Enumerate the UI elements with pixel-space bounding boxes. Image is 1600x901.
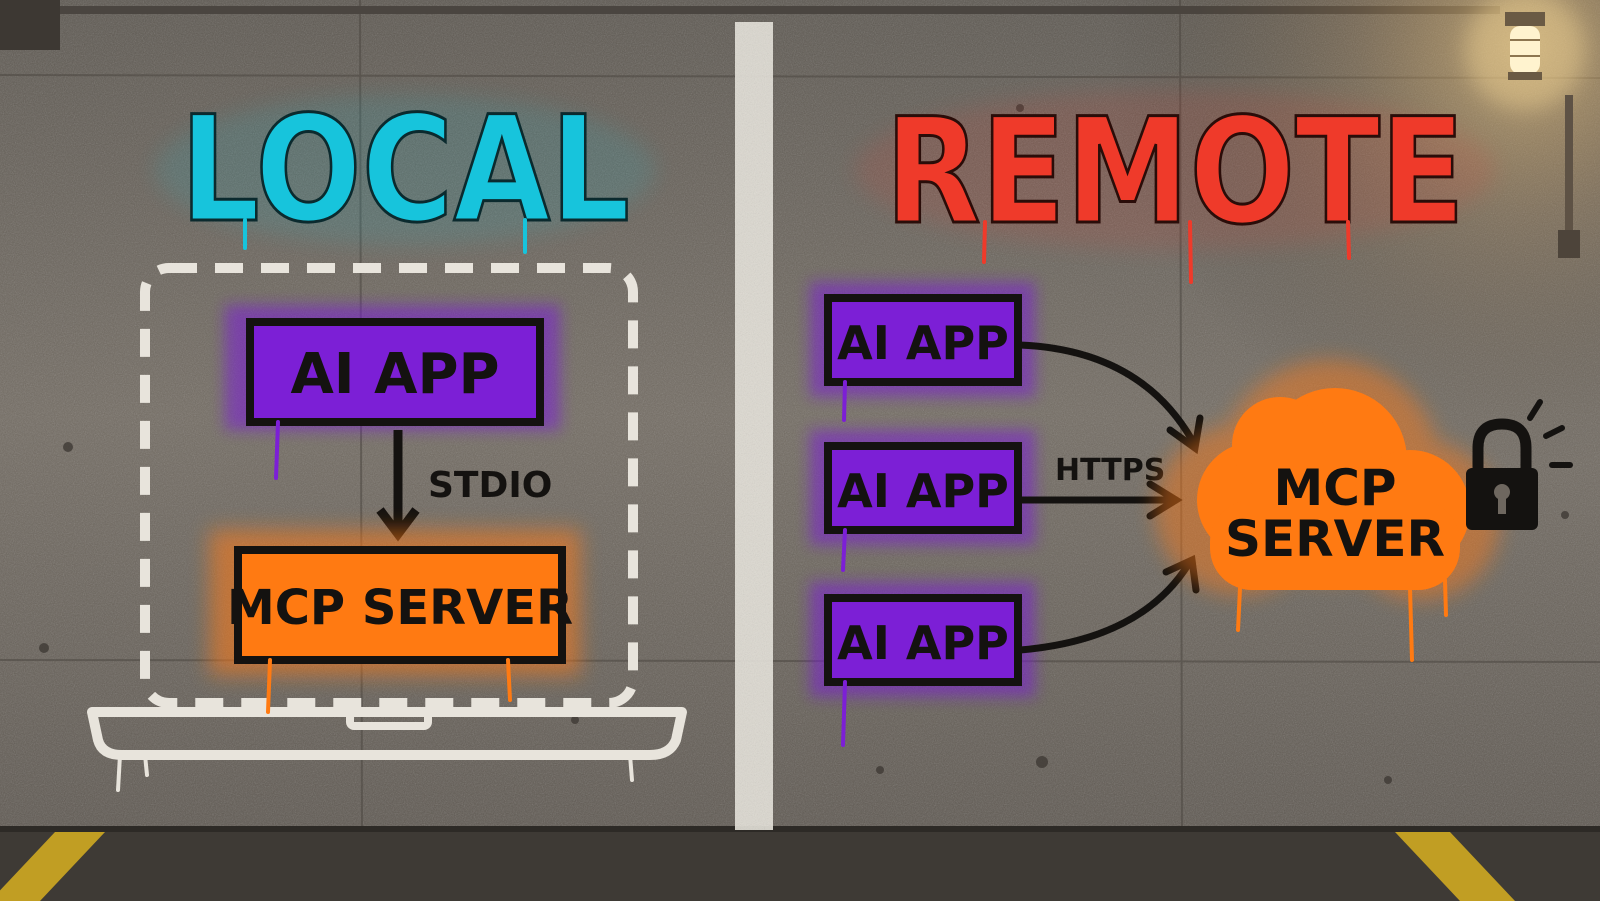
https-label: HTTPS: [1055, 453, 1165, 488]
cloud-icon: MCP SERVER: [1155, 360, 1500, 662]
laptop-drips: [116, 753, 634, 792]
floor-edge: [0, 826, 1600, 832]
stdio-label: STDIO: [428, 465, 552, 506]
remote-arrows: [1016, 341, 1204, 654]
remote-ai-app-1: AI APP: [810, 282, 1035, 422]
local-heading-group: LOCAL: [155, 84, 655, 257]
local-mcp-server-label: MCP SERVER: [227, 580, 573, 636]
laptop-notch: [346, 708, 432, 730]
arrow-app3-to-server: [1016, 561, 1192, 654]
local-heading: LOCAL: [180, 85, 630, 255]
remote-ai-app-1-label: AI APP: [837, 316, 1009, 370]
arrow-app1-to-server: [1016, 341, 1196, 444]
remote-heading-group: REMOTE: [855, 86, 1495, 284]
remote-ai-app-3: AI APP: [810, 582, 1035, 747]
remote-heading-drips: [982, 220, 1351, 284]
remote-mcp-server-label-line1: MCP: [1273, 459, 1396, 517]
laptop-base: [87, 707, 687, 760]
local-ai-app-box: AI APP: [225, 305, 560, 480]
local-mcp-server-box: MCP SERVER: [210, 530, 580, 714]
remote-mcp-server-label-line2: SERVER: [1225, 510, 1445, 568]
parking-line-right: [1395, 832, 1515, 901]
remote-ai-app-2-label: AI APP: [837, 464, 1009, 518]
laptop-icon: [87, 263, 687, 792]
remote-ai-app-3-label: AI APP: [837, 616, 1009, 670]
local-ai-app-label: AI APP: [290, 342, 499, 407]
ceiling-lamp-icon: [1465, 0, 1585, 258]
parking-line-left: [0, 832, 105, 901]
parking-floor: [0, 828, 1600, 901]
laptop-screen-outline: [140, 263, 638, 708]
remote-ai-app-2: AI APP: [810, 430, 1035, 572]
local-heading-drips: [243, 218, 527, 254]
lock-icon: [1466, 399, 1573, 530]
remote-heading: REMOTE: [885, 87, 1465, 257]
